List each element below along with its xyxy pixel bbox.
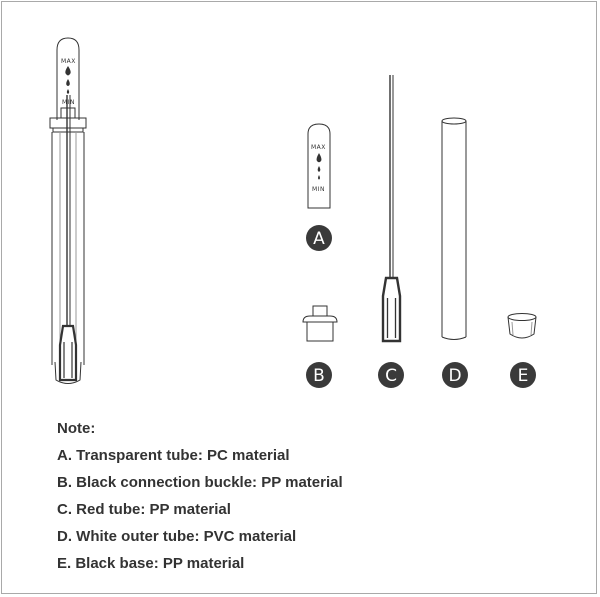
part-b-connection-buckle (302, 305, 338, 342)
badge-d: D (442, 362, 468, 388)
part-a-transparent-tube (307, 123, 331, 209)
assembly-min-label: MIN (62, 99, 75, 106)
part-e-base (507, 313, 537, 339)
notes-heading: Note: (57, 420, 96, 437)
badge-b-letter: B (313, 366, 325, 386)
part-c-red-tube (381, 75, 402, 343)
part-a-min-label: MIN (312, 186, 325, 193)
note-item-b: B. Black connection buckle: PP material (57, 474, 343, 491)
note-item-d: D. White outer tube: PVC material (57, 528, 297, 545)
part-d-outer-tube (441, 117, 467, 340)
note-item-e: E. Black base: PP material (57, 555, 245, 572)
badge-e-letter: E (518, 366, 529, 386)
note-item-a: A. Transparent tube: PC material (57, 447, 290, 464)
assembly-max-label: MAX (61, 58, 76, 65)
badge-a-letter: A (313, 229, 325, 249)
notes-section: Note: A. Transparent tube: PC material B… (57, 415, 343, 577)
assembled-product (49, 37, 87, 384)
badge-b: B (306, 362, 332, 388)
badge-e: E (510, 362, 536, 388)
note-item-c: C. Red tube: PP material (57, 501, 231, 518)
badge-d-letter: D (448, 366, 461, 386)
badge-c-letter: C (385, 366, 397, 386)
part-a-max-label: MAX (311, 144, 326, 151)
badge-a: A (306, 225, 332, 251)
badge-c: C (378, 362, 404, 388)
